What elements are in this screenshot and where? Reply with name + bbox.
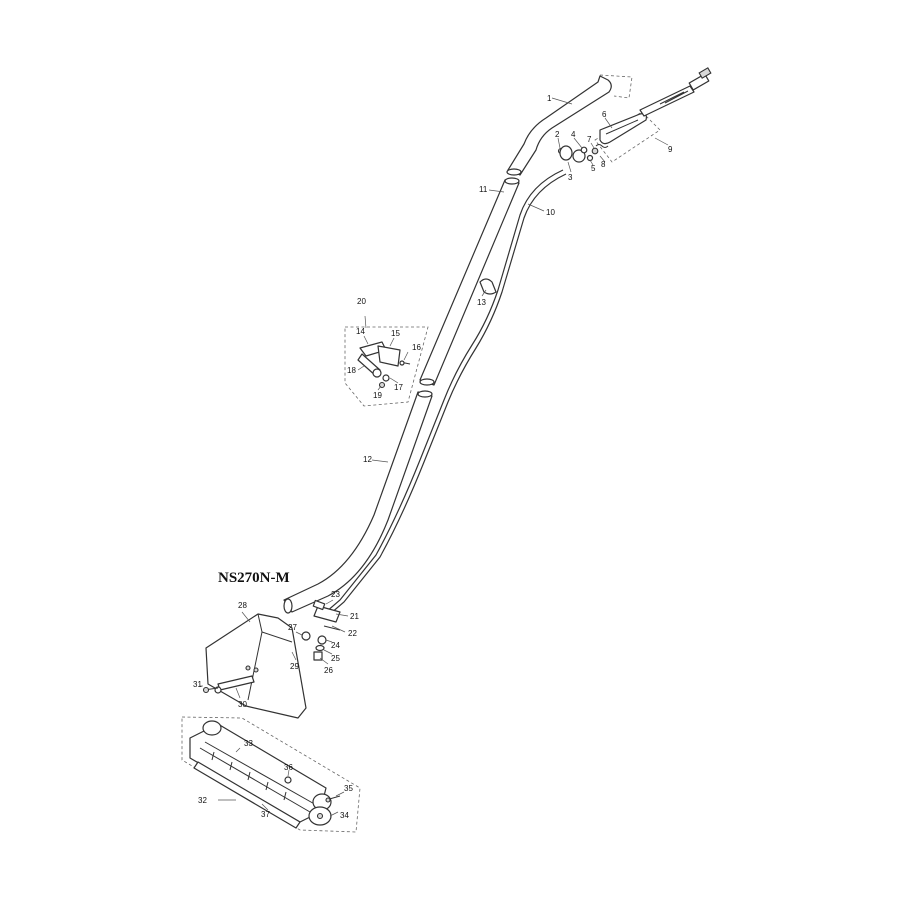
part-31-screw[interactable] (202, 686, 219, 694)
label-part-31: 31 (193, 680, 202, 689)
label-part-14: 14 (356, 327, 365, 336)
part-number-labels: 1 2 3 4 5 6 7 8 9 10 11 12 13 14 15 16 1… (193, 94, 673, 820)
label-part-17: 17 (394, 383, 403, 392)
part-30-shaft[interactable] (214, 675, 255, 694)
label-part-36: 36 (284, 763, 293, 772)
part-20-bracket-assembly-group[interactable] (344, 326, 429, 407)
label-part-10: 10 (546, 208, 555, 217)
label-part-18: 18 (347, 366, 356, 375)
label-part-20: 20 (357, 297, 366, 306)
label-part-23: 23 (331, 590, 340, 599)
part-35-screw[interactable] (325, 795, 341, 803)
part-26-nipple[interactable] (313, 651, 323, 661)
part-22-screw[interactable] (323, 625, 341, 631)
label-part-32: 32 (198, 796, 207, 805)
label-part-11: 11 (479, 185, 488, 194)
part-34-end-cap[interactable] (308, 806, 332, 826)
label-part-16: 16 (412, 343, 421, 352)
label-part-29: 29 (290, 662, 299, 671)
part-13-hose-clip[interactable] (479, 278, 497, 295)
part-23-fitting[interactable] (312, 599, 326, 611)
label-part-27: 27 (288, 623, 297, 632)
label-part-30: 30 (238, 700, 247, 709)
part-6-valve-handle[interactable] (594, 111, 661, 163)
part-11-middle-tube[interactable] (419, 177, 520, 386)
part-37-strip[interactable] (193, 761, 301, 829)
part-8-spring[interactable] (595, 144, 609, 148)
label-part-8: 8 (601, 160, 606, 169)
label-part-22: 22 (348, 629, 357, 638)
label-part-28: 28 (238, 601, 247, 610)
label-part-37: 37 (261, 810, 270, 819)
part-9-valve-assembly[interactable] (639, 67, 712, 117)
part-5-washer[interactable] (586, 154, 594, 162)
label-part-12: 12 (363, 455, 372, 464)
label-part-2: 2 (555, 130, 560, 139)
label-part-13: 13 (477, 298, 486, 307)
label-part-35: 35 (344, 784, 353, 793)
part-36-jet[interactable] (284, 776, 292, 784)
label-part-15: 15 (391, 329, 400, 338)
label-part-5: 5 (591, 164, 596, 173)
label-part-19: 19 (373, 391, 382, 400)
part-7-pin[interactable] (591, 147, 599, 155)
part-18-roller[interactable] (357, 353, 382, 378)
label-part-9: 9 (668, 145, 673, 154)
label-part-7: 7 (587, 135, 592, 144)
part-24-nut[interactable] (317, 635, 327, 645)
part-27-jet[interactable] (301, 631, 311, 641)
label-part-6: 6 (602, 110, 607, 119)
label-part-1: 1 (547, 94, 552, 103)
label-part-34: 34 (340, 811, 349, 820)
label-part-4: 4 (571, 130, 576, 139)
part-1-upper-handle-tube[interactable] (506, 74, 633, 176)
part-12-lower-tube[interactable] (283, 390, 433, 614)
label-part-25: 25 (331, 654, 340, 663)
part-16-screw[interactable] (399, 360, 411, 366)
model-label: NS270N-M (218, 570, 290, 586)
label-part-33: 33 (244, 739, 253, 748)
label-part-3: 3 (568, 173, 573, 182)
part-17-nut[interactable] (382, 374, 390, 382)
leader-lines (200, 97, 669, 817)
part-32-floor-tool-group[interactable] (181, 716, 361, 833)
part-25-washer[interactable] (315, 644, 325, 652)
part-21-bracket[interactable] (313, 605, 341, 623)
part-10-hose[interactable] (325, 169, 567, 615)
label-part-26: 26 (324, 666, 333, 675)
label-part-24: 24 (331, 641, 340, 650)
part-15-plate[interactable] (377, 345, 401, 367)
part-3-clamp[interactable] (559, 145, 586, 163)
part-4-nut[interactable] (580, 146, 588, 154)
label-part-21: 21 (350, 612, 359, 621)
